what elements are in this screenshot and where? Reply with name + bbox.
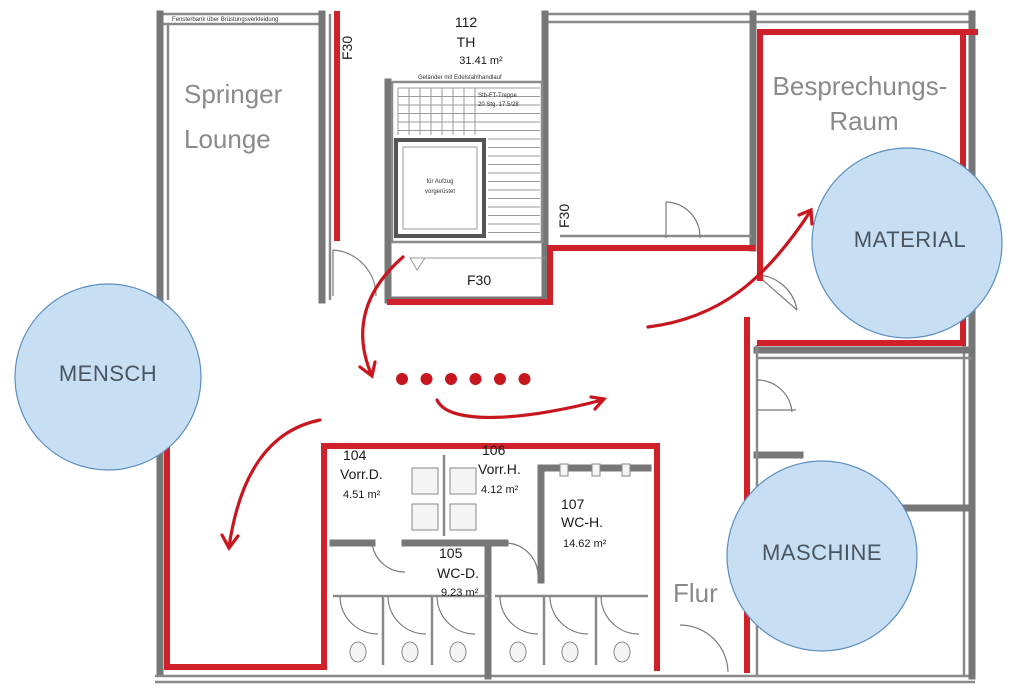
room-107: 107 WC-H. 14.62 m² (561, 496, 607, 550)
stair-and-elevator (390, 80, 545, 271)
maschine-label: MASCHINE (762, 540, 882, 565)
toilet-icon (401, 641, 419, 663)
arrowhead-icon (358, 360, 377, 379)
flow-dot (494, 373, 506, 385)
besprechungsraum-label-1: Besprechungs- (773, 71, 948, 101)
f30-label-stair: F30 (467, 272, 491, 288)
room-112-area: 31.41 m² (459, 55, 503, 67)
toilet-icon (509, 641, 527, 663)
stair-note-2: 20 Stg. 17.5/28 (478, 102, 519, 108)
room-104: 104 Vorr.D. 4.51 m² (340, 447, 383, 501)
springer-lounge-label-2: Lounge (184, 124, 271, 154)
flow-dot (420, 373, 433, 385)
room-107-name: WC-H. (561, 514, 603, 530)
room-104-area: 4.51 m² (343, 489, 381, 501)
toilet-icon (613, 641, 631, 663)
room-107-number: 107 (561, 496, 585, 512)
flow-arrow-corridor (435, 398, 604, 420)
toilet-icon (561, 641, 579, 663)
room-106: 106 Vorr.H. 4.12 m² (478, 442, 521, 496)
flow-dot (469, 373, 482, 385)
material-label: MATERIAL (854, 227, 966, 252)
arrowhead-icon (589, 395, 608, 411)
sanitary-fixtures (349, 463, 631, 663)
arrowhead-icon (797, 207, 814, 226)
mensch-circle: MENSCH (14, 283, 202, 471)
flow-arrow-to-lounge (227, 418, 322, 549)
flow-dot (518, 373, 531, 385)
fire-rated-walls (164, 11, 978, 673)
besprechungsraum-label-2: Raum (829, 106, 898, 136)
plan-notes: Fensterbank über Brüstungsverkleidung Ge… (172, 17, 519, 195)
flow-dots (396, 373, 531, 385)
room-104-name: Vorr.D. (340, 466, 383, 482)
room-104-number: 104 (343, 447, 367, 463)
room-105-area: 9.23 m² (441, 587, 479, 599)
toilet-icon (349, 641, 367, 663)
railing-note: Geländer mit Edelstahlhandlauf (418, 75, 502, 81)
room-106-area: 4.12 m² (481, 484, 519, 496)
flow-dot (445, 373, 457, 385)
doors (332, 201, 798, 673)
room-112-name: TH (457, 34, 476, 50)
f30-label-top: F30 (339, 36, 355, 60)
springer-lounge-label-1: Springer (184, 79, 283, 109)
elevator-note-2: vorgerüstet (425, 189, 455, 195)
f30-label-right: F30 (556, 204, 572, 228)
flow-dot (396, 373, 408, 385)
room-105: 105 WC-D. 9.23 m² (437, 545, 479, 599)
flur-label: Flur (673, 578, 718, 608)
flow-arrows (220, 207, 814, 551)
bench-note: Fensterbank über Brüstungsverkleidung (172, 17, 278, 23)
material-circle: MATERIAL (811, 147, 1003, 339)
room-107-area: 14.62 m² (563, 538, 607, 550)
mensch-label: MENSCH (59, 361, 157, 386)
room-106-name: Vorr.H. (478, 461, 521, 477)
room-105-number: 105 (439, 545, 463, 561)
room-112-number: 112 (455, 14, 478, 30)
flow-arrow-to-material (646, 210, 812, 329)
toilet-icon (449, 641, 467, 663)
maschine-circle: MASCHINE (726, 460, 918, 652)
stair-note-1: Stb-FT-Treppe (478, 93, 517, 99)
elevator-note-1: für Aufzug (426, 179, 453, 185)
arrowhead-icon (220, 533, 240, 551)
room-112: 112 TH 31.41 m² (455, 14, 503, 67)
room-106-number: 106 (482, 442, 506, 458)
room-105-name: WC-D. (437, 565, 479, 581)
flow-arrow-stair-down (361, 255, 405, 378)
